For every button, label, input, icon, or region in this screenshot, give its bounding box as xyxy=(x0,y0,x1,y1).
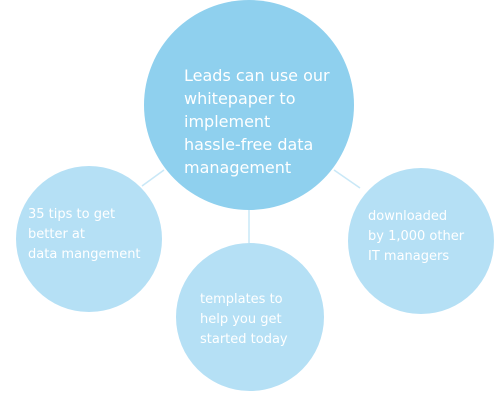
left-bubble: 35 tips to get better at data mangement xyxy=(16,166,162,312)
main-bubble-text: Leads can use our whitepaper to implemen… xyxy=(184,66,330,177)
main-bubble: Leads can use our whitepaper to implemen… xyxy=(144,0,354,210)
left-bubble-text: 35 tips to get better at data mangement xyxy=(28,207,141,262)
right-bubble-text: downloaded by 1,000 other IT managers xyxy=(368,209,465,264)
right-bubble: downloaded by 1,000 other IT managers xyxy=(348,168,494,314)
connector-line-right xyxy=(333,169,361,189)
bottom-bubble-text: templates to help you get started today xyxy=(200,292,288,347)
connector-line-left xyxy=(141,169,165,187)
bottom-bubble: templates to help you get started today xyxy=(176,243,324,391)
